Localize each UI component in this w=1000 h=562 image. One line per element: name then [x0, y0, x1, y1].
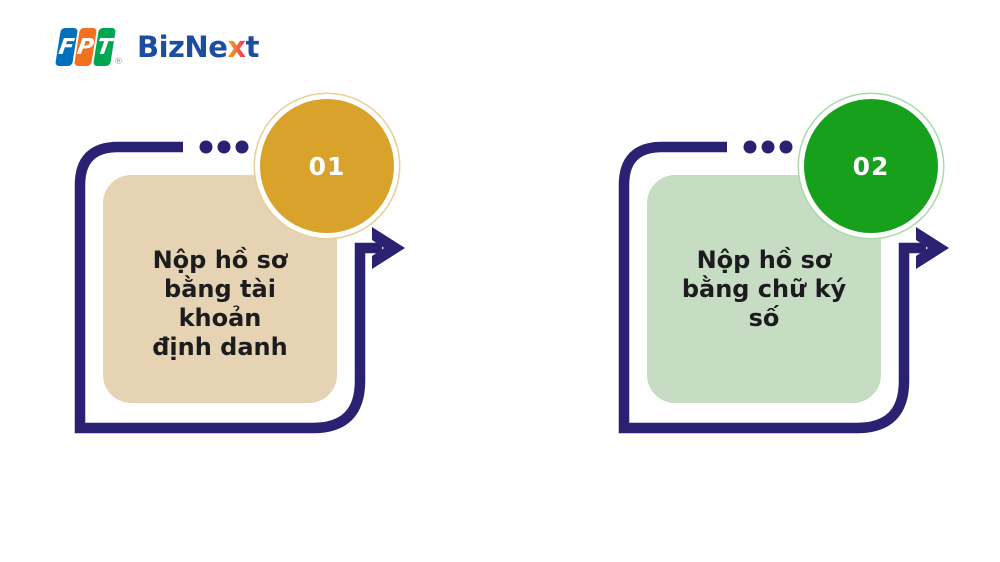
biznext-wordmark-part2: t	[245, 29, 260, 64]
step-1-title: Nộp hồ sơ bằng tài khoản định danh	[152, 216, 287, 362]
step-1-title-line: định danh	[152, 333, 288, 361]
registered-trademark-symbol: ®	[114, 57, 123, 67]
step-1-number-badge: 01	[260, 99, 394, 233]
step-2: Nộp hồ sơ bằng chữ ký số 02	[604, 90, 964, 450]
step-2-number-badge: 02	[804, 99, 938, 233]
ellipsis-dot	[235, 140, 249, 154]
ellipsis-dot	[743, 140, 757, 154]
step-2-title: Nộp hồ sơ bằng chữ ký số	[682, 246, 846, 333]
ellipsis-dot	[199, 140, 213, 154]
step-2-title-line: Nộp hồ sơ	[696, 245, 832, 274]
step-2-title-line: số	[748, 303, 780, 332]
arrow-right-icon	[916, 227, 949, 269]
arrow-right-icon	[372, 227, 405, 269]
step-1-frame	[74, 140, 405, 434]
fpt-logo-emblem: F P T ®	[54, 28, 123, 67]
step-1-number: 01	[308, 151, 346, 181]
step-1: Nộp hồ sơ bằng tài khoản định danh 01	[60, 90, 420, 450]
biznext-wordmark-x: x	[227, 29, 246, 64]
step-2-number: 02	[852, 151, 890, 181]
ellipsis-dot	[217, 140, 231, 154]
biznext-wordmark: BizNext	[137, 29, 260, 64]
step-border-path	[74, 141, 382, 434]
biznext-wordmark-part1: BizNe	[137, 29, 228, 64]
fpt-logo-block-t: T	[92, 28, 117, 66]
fpt-biznext-logo: F P T ® BizNext	[54, 28, 260, 67]
ellipsis-dot	[779, 140, 793, 154]
step-2-frame	[618, 140, 949, 434]
ellipsis-dot	[761, 140, 775, 154]
step-2-title-line: bằng chữ ký	[681, 274, 847, 303]
step-1-title-line: khoản	[178, 304, 262, 332]
step-border-path	[618, 141, 926, 434]
step-1-title-line: bằng tài	[164, 275, 276, 303]
step-1-title-line: Nộp hồ sơ	[152, 246, 288, 274]
